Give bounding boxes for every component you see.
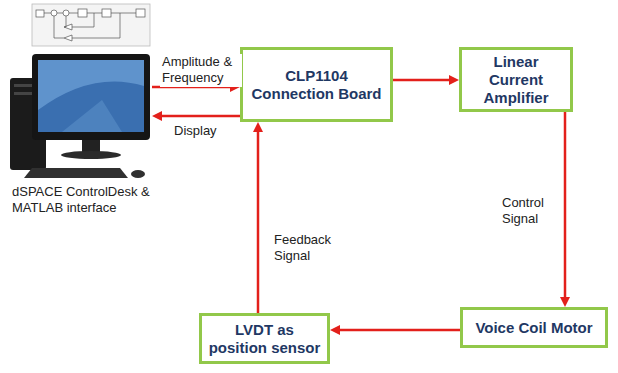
signal-arrow [560, 112, 570, 307]
signal-label: Display [172, 123, 236, 139]
signal-arrow [152, 111, 240, 121]
process-box: Linear Current Amplifier [459, 47, 573, 112]
computer-node: dSPACE ControlDesk & MATLAB interface [2, 0, 152, 218]
node-label: dSPACE ControlDesk & MATLAB interface [12, 184, 152, 217]
node-label: Voice Coil Motor [475, 319, 592, 337]
node-label: CLP1104 Connection Board [249, 67, 384, 103]
signal-label: Feedback Signal [272, 232, 340, 265]
signal-arrow [253, 122, 263, 313]
signal-label: Control Signal [500, 195, 560, 228]
process-box: CLP1104 Connection Board [240, 47, 393, 122]
process-box: Voice Coil Motor [460, 307, 608, 348]
process-box: LVDT as position sensor [199, 313, 330, 364]
node-label: Linear Current Amplifier [468, 53, 564, 107]
signal-arrow [393, 75, 459, 85]
node-label: LVDT as position sensor [208, 321, 321, 357]
signal-arrow [330, 325, 460, 335]
signal-label: Amplitude & Frequency [160, 54, 242, 87]
